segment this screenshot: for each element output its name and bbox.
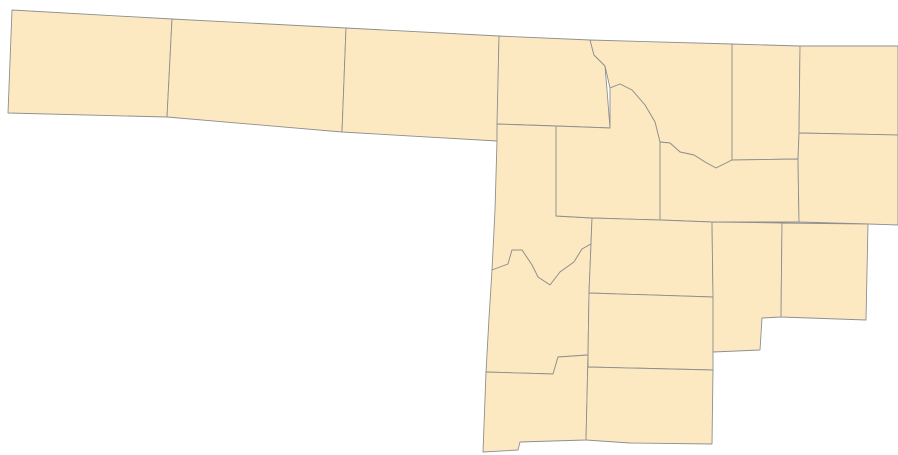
county-region-3[interactable] [341, 27, 500, 142]
county-region-7[interactable] [798, 45, 898, 136]
county-region-16[interactable] [585, 354, 714, 445]
county-region-18[interactable] [780, 222, 869, 321]
county-region-14[interactable] [588, 217, 714, 298]
county-region-2[interactable] [166, 18, 347, 133]
county-region-1[interactable] [7, 9, 173, 118]
county-region-9[interactable] [555, 83, 661, 221]
county-region-6[interactable] [731, 43, 801, 161]
county-regions [7, 9, 898, 453]
county-region-15[interactable] [587, 292, 714, 371]
county-region-17[interactable] [711, 221, 783, 353]
county-region-11[interactable] [797, 132, 898, 226]
